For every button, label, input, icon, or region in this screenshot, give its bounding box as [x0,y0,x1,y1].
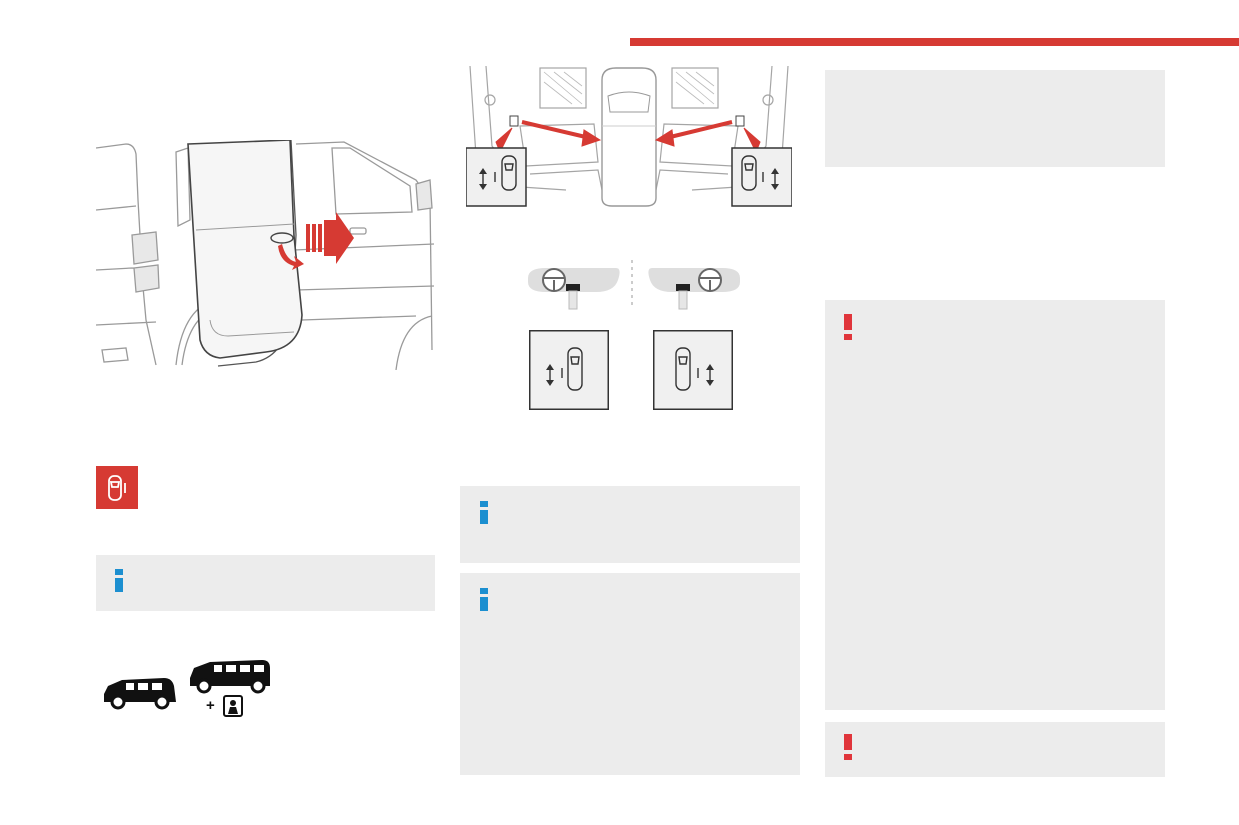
left-hand-drive-switch-position [529,330,609,410]
right-hand-drive-switch-position [653,330,733,410]
interior-switches-illustration [466,66,792,207]
passenger-van-versions-icon [104,660,270,717]
info-box [460,486,800,563]
header-rule [630,38,1239,46]
open-door-warning-icon [96,466,138,509]
info-box [460,573,800,775]
sliding-door-illustration [96,140,434,370]
warning-box [825,300,1165,710]
warning-box [825,722,1165,777]
note-box [825,70,1165,167]
plus-sign: + [206,697,215,714]
info-box [96,555,435,611]
drive-side-legend [528,260,740,310]
